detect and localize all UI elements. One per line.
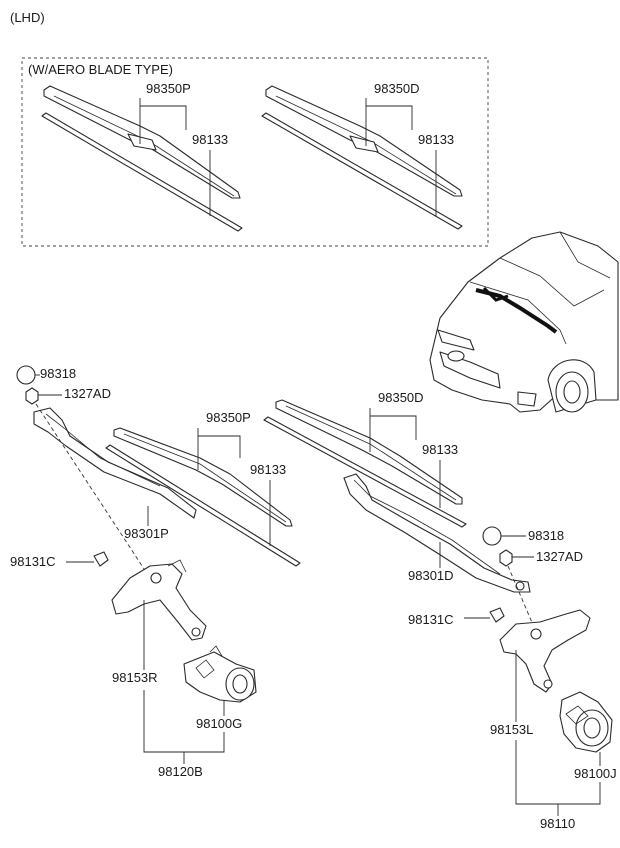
vehicle-illustration: [429, 231, 619, 413]
label-rubber-right: 98133: [422, 442, 458, 457]
blade-right: [275, 399, 463, 505]
dash-left: [35, 403, 151, 579]
label-bolt-left: 98131C: [10, 554, 56, 569]
label-bolt-right: 98131C: [408, 612, 454, 627]
label-nut-left: 1327AD: [64, 386, 111, 401]
label-motor-left: 98100G: [196, 716, 242, 731]
label-linkage-right: 98153L: [490, 722, 533, 737]
blade-left: [113, 427, 293, 527]
label-motor-right: 98100J: [574, 766, 617, 781]
cap-right: [482, 526, 502, 546]
aero-blade-right: [261, 85, 463, 230]
linkage-right-pivot: [530, 628, 542, 640]
leader-aero-right-blade: [365, 98, 413, 146]
label-aero-right-rubber: 98133: [418, 132, 454, 147]
aero-blade-left: [41, 85, 243, 232]
arm-right: [343, 473, 531, 593]
linkage-right: [499, 609, 591, 693]
leader-blade-left: [197, 428, 241, 470]
leader-blade-right: [369, 408, 417, 452]
motor-left-cap: [232, 674, 248, 694]
variant-label: (LHD): [10, 10, 45, 25]
motor-right-cap: [583, 717, 601, 739]
rubber-left: [105, 444, 301, 567]
aero-blade-left-adapter: [127, 133, 157, 151]
linkage-left: [111, 563, 207, 641]
right-wiper-group: 98350D 98133 98301D 98318 1327AD 98131C …: [263, 390, 617, 831]
cap-left: [16, 365, 36, 385]
leader-aero-left-blade: [139, 98, 187, 144]
car-hood-line: [469, 281, 567, 345]
car-headlamp: [437, 329, 475, 351]
label-aero-right-blade: 98350D: [374, 81, 420, 96]
bolt-right: [489, 607, 505, 623]
linkage-left-joint: [191, 627, 201, 637]
nut-right: [499, 549, 513, 567]
blade-left-spine: [123, 433, 287, 523]
aero-box-title: (W/AERO BLADE TYPE): [28, 62, 173, 77]
car-foglamp: [517, 391, 537, 407]
aero-rubber-left: [41, 112, 243, 232]
arm-left: [33, 407, 197, 519]
motor-left-gearbox: [195, 645, 223, 679]
label-nut-right: 1327AD: [536, 549, 583, 564]
car-windshield-base: [499, 257, 605, 307]
arm-left-ridge: [45, 413, 161, 487]
rubber-right: [263, 416, 467, 528]
car-emblem: [447, 350, 465, 362]
car-a-pillar: [559, 231, 611, 279]
aero-rubber-right: [261, 112, 463, 230]
label-assy-left: 98120B: [158, 764, 203, 779]
label-cap-right: 98318: [528, 528, 564, 543]
label-linkage-left: 98153R: [112, 670, 158, 685]
aero-box-border: [21, 57, 489, 247]
dash-right: [507, 565, 537, 633]
linkage-left-pivot: [150, 572, 162, 584]
bolt-left: [93, 551, 109, 567]
label-arm-left: 98301P: [124, 526, 169, 541]
aero-blade-box: (W/AERO BLADE TYPE) 98350P 98133 98350D …: [21, 57, 489, 247]
car-wiper-highlight-2: [482, 286, 509, 302]
label-assy-right: 98110: [540, 816, 575, 831]
label-arm-right: 98301D: [408, 568, 454, 583]
left-wiper-group: 98318 1327AD 98301P 98350P 98133 98131C …: [10, 365, 301, 779]
motor-right-gearbox: [565, 705, 589, 725]
car-wheel-hub: [563, 380, 581, 404]
label-rubber-left: 98133: [250, 462, 286, 477]
label-aero-left-blade: 98350P: [146, 81, 191, 96]
nut-left: [25, 387, 39, 405]
label-blade-right: 98350D: [378, 390, 424, 405]
label-blade-left: 98350P: [206, 410, 251, 425]
linkage-left-bracket: [167, 559, 187, 573]
label-aero-left-rubber: 98133: [192, 132, 228, 147]
arm-right-ridge: [353, 479, 501, 575]
linkage-right-joint: [543, 679, 553, 689]
label-cap-left: 98318: [40, 366, 76, 381]
